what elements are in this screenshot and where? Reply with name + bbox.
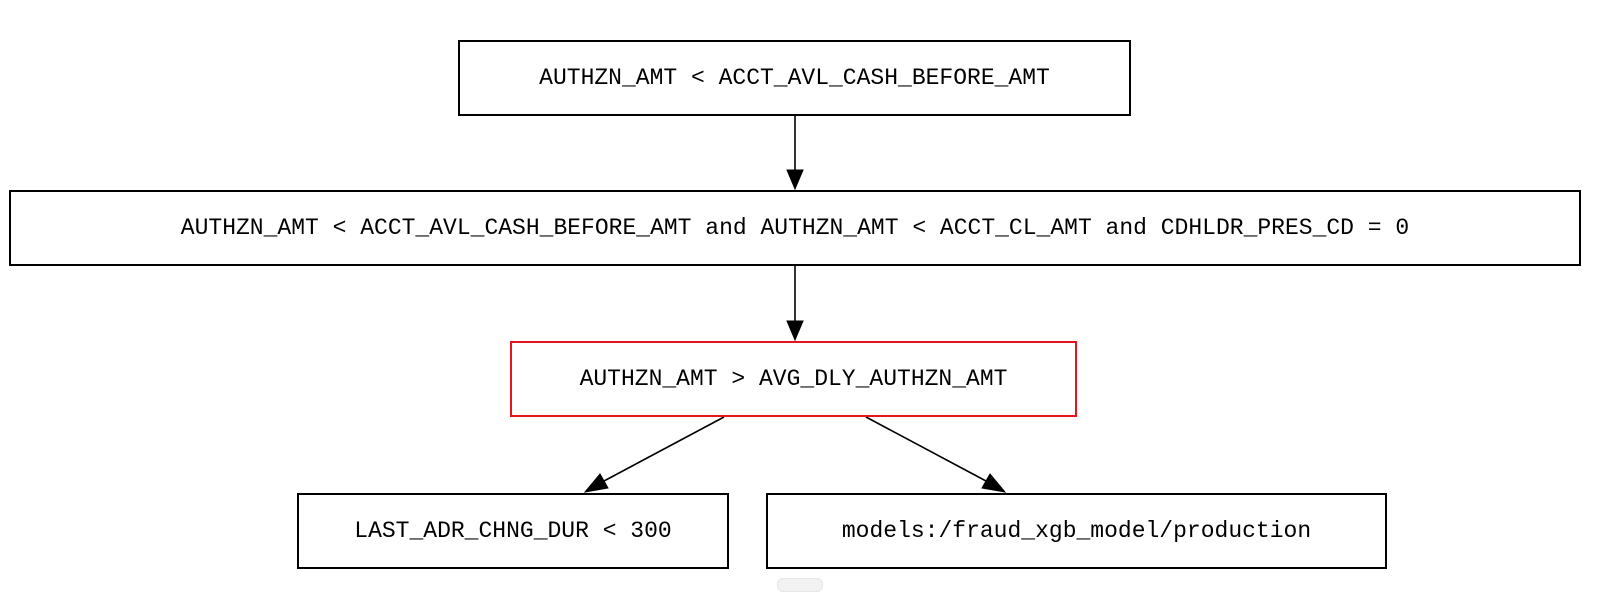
edge-n3-n4 (583, 416, 725, 493)
model-node-fraud-xgb: models:/fraud_xgb_model/production (766, 493, 1387, 569)
edge-n2-n3 (786, 266, 804, 342)
condition-node-authzn-lt-avl-cash: AUTHZN_AMT < ACCT_AVL_CASH_BEFORE_AMT (458, 40, 1131, 116)
condition-node-last-adr-chng: LAST_ADR_CHNG_DUR < 300 (297, 493, 729, 569)
condition-node-combined-rule: AUTHZN_AMT < ACCT_AVL_CASH_BEFORE_AMT an… (9, 190, 1581, 266)
condition-node-authzn-gt-avg-daily: AUTHZN_AMT > AVG_DLY_AUTHZN_AMT (510, 341, 1077, 417)
scroll-indicator[interactable] (777, 578, 823, 592)
edge-n1-n2 (786, 116, 804, 191)
edge-n3-n5 (865, 416, 1007, 493)
